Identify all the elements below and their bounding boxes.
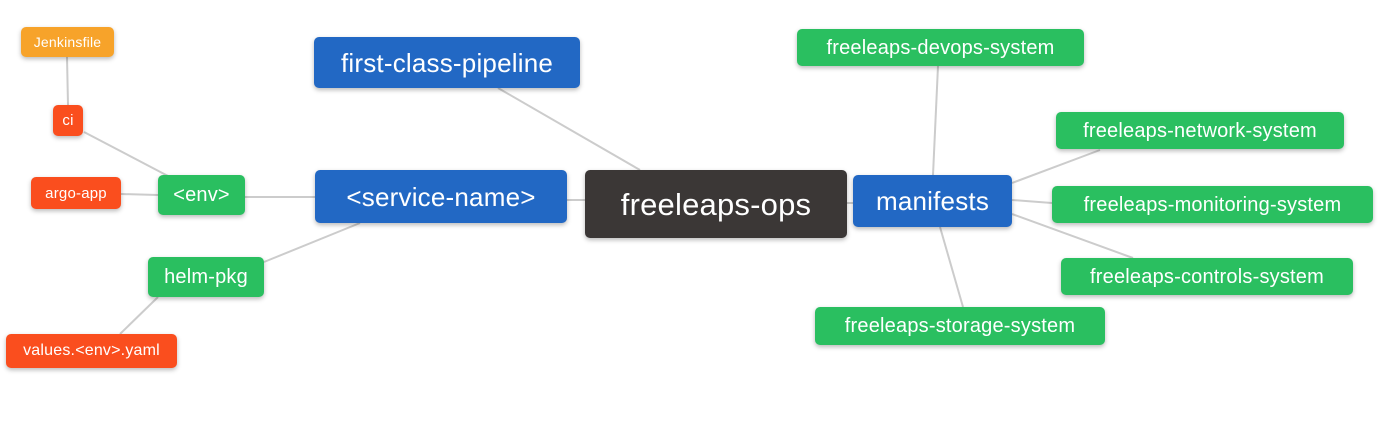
mindmap-node-freeleaps-devops-system[interactable]: freeleaps-devops-system [797, 29, 1084, 66]
edge-argo-app-env [120, 193, 159, 196]
mindmap-node-jenkinsfile[interactable]: Jenkinsfile [21, 27, 114, 57]
mindmap-node-freeleaps-controls-system[interactable]: freeleaps-controls-system [1061, 258, 1353, 295]
mindmap-node-values-env-yaml[interactable]: values.<env>.yaml [6, 334, 177, 368]
mindmap-node-argo-app[interactable]: argo-app [31, 177, 121, 209]
mindmap-node-freeleaps-network-system[interactable]: freeleaps-network-system [1056, 112, 1344, 149]
mindmap-node-helm-pkg[interactable]: helm-pkg [148, 257, 264, 297]
mindmap-node-freeleaps-storage-system[interactable]: freeleaps-storage-system [815, 307, 1105, 345]
edge-jenkinsfile-ci [66, 56, 69, 106]
mindmap-node-first-class-pipeline[interactable]: first-class-pipeline [314, 37, 580, 88]
edge-helm-pkg-service-name [263, 222, 361, 263]
mindmap-node-ci[interactable]: ci [53, 105, 83, 136]
mindmap-node-freeleaps-monitoring-system[interactable]: freeleaps-monitoring-system [1052, 186, 1373, 223]
edge-manifests-controls [1011, 213, 1134, 259]
mindmap-node-freeleaps-ops[interactable]: freeleaps-ops [585, 170, 847, 238]
mindmap-node-env[interactable]: <env> [158, 175, 245, 215]
edge-ci-env [83, 131, 169, 177]
edge-values-helm-pkg [119, 296, 159, 335]
edge-manifests-network [1011, 149, 1101, 184]
edge-manifests-storage [939, 226, 964, 308]
mindmap-node-manifests[interactable]: manifests [853, 175, 1012, 227]
edge-pipeline-ops [497, 87, 641, 171]
mindmap-node-service-name[interactable]: <service-name> [315, 170, 567, 223]
edge-manifests-devops [932, 65, 939, 176]
edge-manifests-monitoring [1011, 199, 1053, 204]
